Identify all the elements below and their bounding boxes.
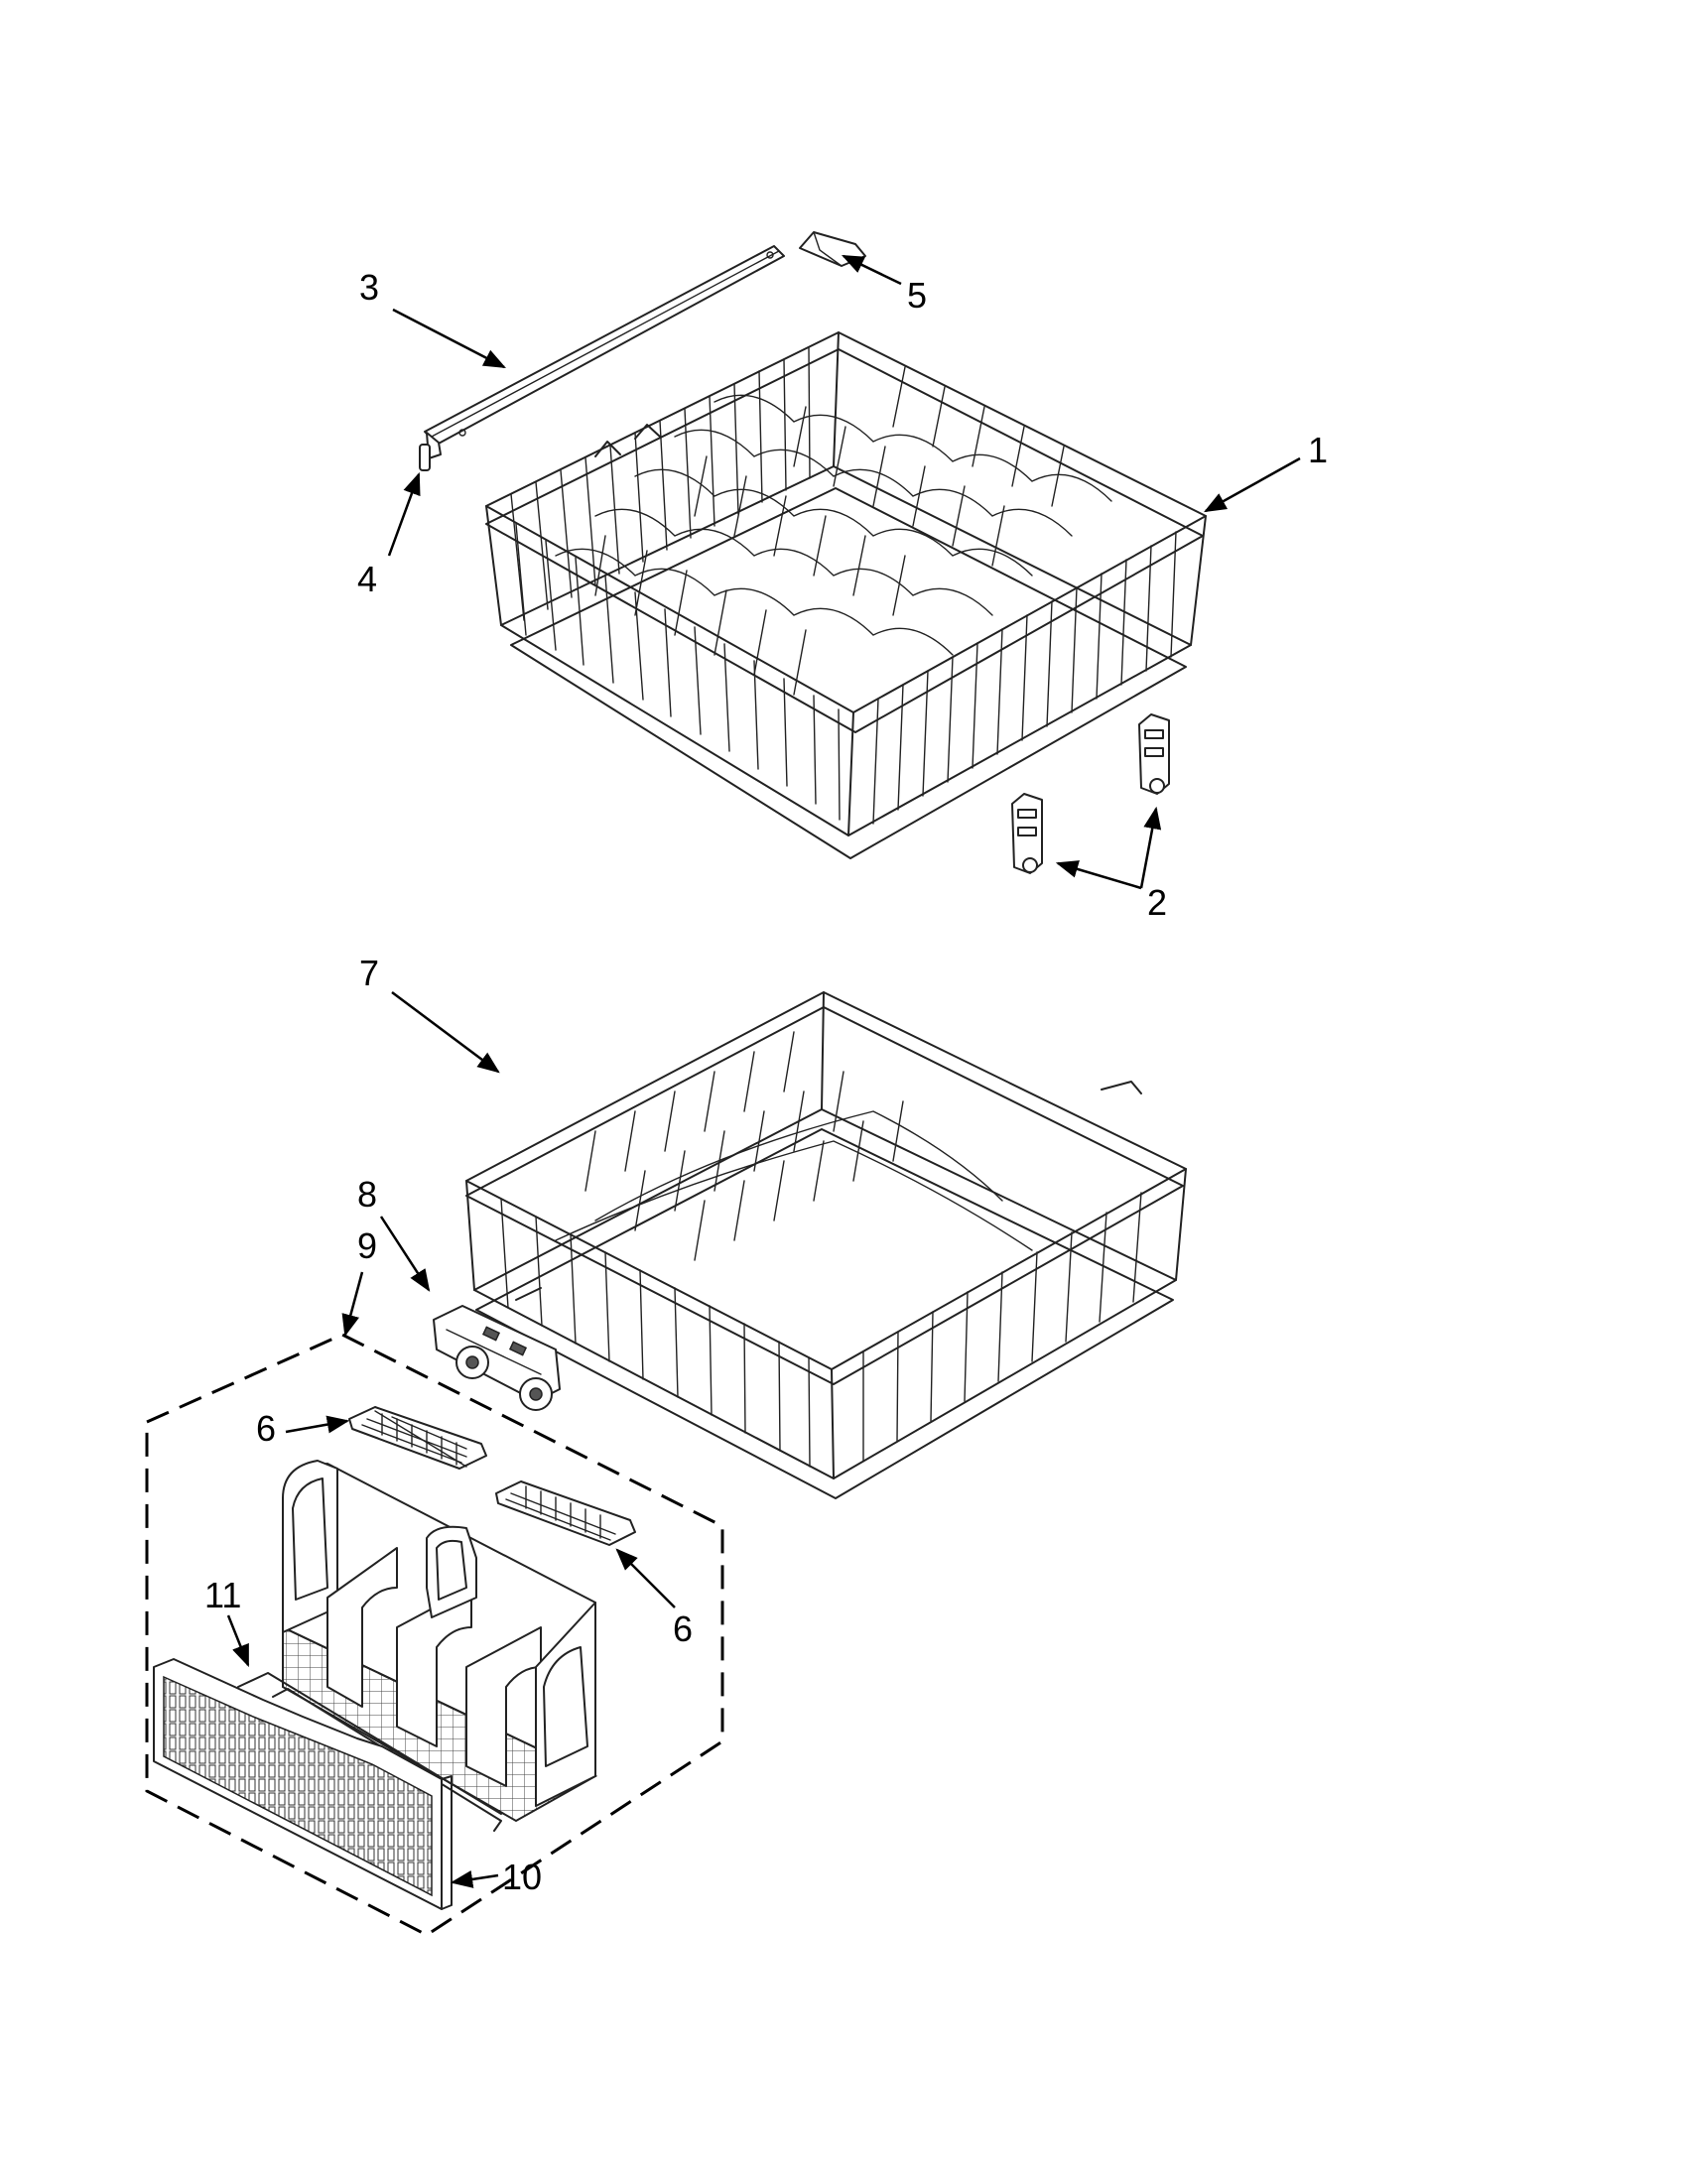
callout-4: 4	[357, 559, 377, 599]
track-part	[424, 245, 785, 459]
basket-group-outline	[145, 1333, 724, 1937]
basket-cover-left	[348, 1406, 487, 1470]
upper-rack-part	[485, 331, 1207, 859]
basket-lid-part	[153, 1658, 453, 1910]
roller-assembly-part	[433, 1305, 561, 1411]
end-cap-part	[419, 444, 431, 471]
callout-11: 11	[204, 1575, 241, 1615]
callout-2: 2	[1147, 882, 1167, 923]
leader-arrows	[226, 254, 1301, 1888]
callout-5: 5	[907, 275, 927, 316]
lower-rack-part	[465, 991, 1187, 1499]
callout-8: 8	[357, 1174, 377, 1215]
callout-6b: 6	[673, 1608, 693, 1649]
callout-3: 3	[359, 267, 379, 308]
callout-10: 10	[502, 1857, 542, 1897]
silverware-basket	[282, 1460, 598, 1823]
callout-labels: 1 2 3 4 5 6 6 7 8 9 10 11	[204, 267, 1328, 1897]
callout-6a: 6	[256, 1408, 276, 1449]
callout-7: 7	[359, 953, 379, 993]
roller-assemblies-part	[1011, 713, 1170, 874]
callout-1: 1	[1308, 430, 1328, 470]
callout-9: 9	[357, 1225, 377, 1266]
basket-cover-right	[495, 1480, 636, 1546]
